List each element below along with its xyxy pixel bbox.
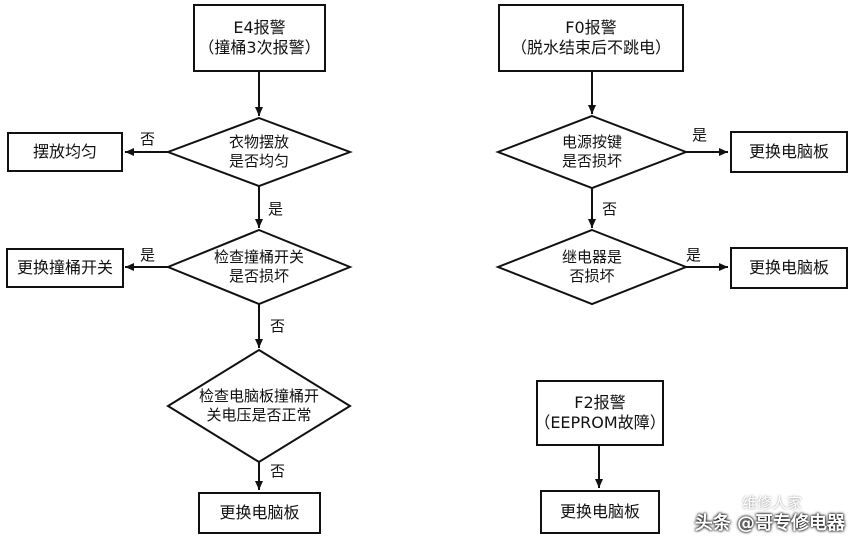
f0-q1-no-label: 否 <box>602 200 618 218</box>
decision-f0-q2-shape <box>495 228 689 306</box>
watermark: 头条 @哥专修电器 <box>660 509 845 535</box>
e4-q2-yes-label: 是 <box>140 246 156 264</box>
e4-alarm-title: E4报警 <box>233 18 286 37</box>
e4-r3-label: 更换电脑板 <box>219 503 300 522</box>
f0-alarm-title: F0报警 <box>565 18 617 37</box>
watermark-text: 头条 @哥专修电器 <box>694 513 845 534</box>
f2-r1-label: 更换电脑板 <box>559 502 640 521</box>
e4-q2-line1: 检查撞桶开关 <box>213 247 304 266</box>
f0-alarm-subtitle: （脱水结束后不跳电） <box>510 38 671 57</box>
e4-q3-line2: 关电压是否正常 <box>206 406 312 424</box>
f0-alarm-box: F0报警 （脱水结束后不跳电） <box>498 4 684 72</box>
e4-q3-no-label: 否 <box>270 462 286 480</box>
f0-decision-relay: 继电器是 否损坏 <box>522 245 662 289</box>
f0-q2-line2: 否损坏 <box>569 267 615 285</box>
e4-q2-no-label: 否 <box>270 317 286 335</box>
e4-action-replace-board: 更换电脑板 <box>198 492 321 534</box>
e4-action-replace-switch: 更换撞桶开关 <box>6 248 124 288</box>
f0-r1-label: 更换电脑板 <box>748 142 829 161</box>
f0-action-replace-board-1: 更换电脑板 <box>730 131 848 173</box>
e4-q1-no-label: 否 <box>140 130 156 148</box>
f0-q1-line1: 电源按键 <box>561 132 622 151</box>
f0-q1-yes-label: 是 <box>692 126 708 144</box>
e4-q1-line2: 是否均匀 <box>228 152 289 170</box>
e4-q1-line1: 衣物摆放 <box>228 132 289 151</box>
e4-decision-clothes-even: 衣物摆放 是否均匀 <box>188 130 330 174</box>
f2-alarm-title: F2报警 <box>574 393 626 412</box>
e4-q1-yes-label: 是 <box>268 200 284 218</box>
e4-q2-line2: 是否损坏 <box>228 267 289 285</box>
e4-action-arrange-evenly: 摆放均匀 <box>7 132 123 172</box>
e4-q3-line1: 检查电脑板撞桶开 <box>198 386 319 405</box>
chat-bubble-icon <box>660 513 687 530</box>
f2-action-replace-board: 更换电脑板 <box>540 490 660 534</box>
e4-r2-label: 更换撞桶开关 <box>16 258 113 277</box>
f0-action-replace-board-2: 更换电脑板 <box>730 247 848 289</box>
f0-q2-line1: 继电器是 <box>561 247 622 266</box>
f2-alarm-box: F2报警 （EEPROM故障） <box>534 380 666 446</box>
e4-alarm-box: E4报警 （撞桶3次报警） <box>193 4 326 72</box>
e4-decision-switch-damaged: 检查撞桶开关 是否损坏 <box>186 245 332 289</box>
f0-q1-line2: 是否损坏 <box>561 152 622 170</box>
e4-r1-label: 摆放均匀 <box>32 142 97 161</box>
watermark-secondary: 维修人家 <box>742 494 803 512</box>
e4-decision-board-voltage: 检查电脑板撞桶开 关电压是否正常 <box>180 384 338 428</box>
e4-alarm-subtitle: （撞桶3次报警） <box>198 38 321 57</box>
f2-alarm-subtitle: （EEPROM故障） <box>534 413 666 432</box>
f0-q2-yes-label: 是 <box>686 246 702 264</box>
f0-decision-power-key: 电源按键 是否损坏 <box>522 130 662 174</box>
f0-r2-label: 更换电脑板 <box>748 258 829 277</box>
